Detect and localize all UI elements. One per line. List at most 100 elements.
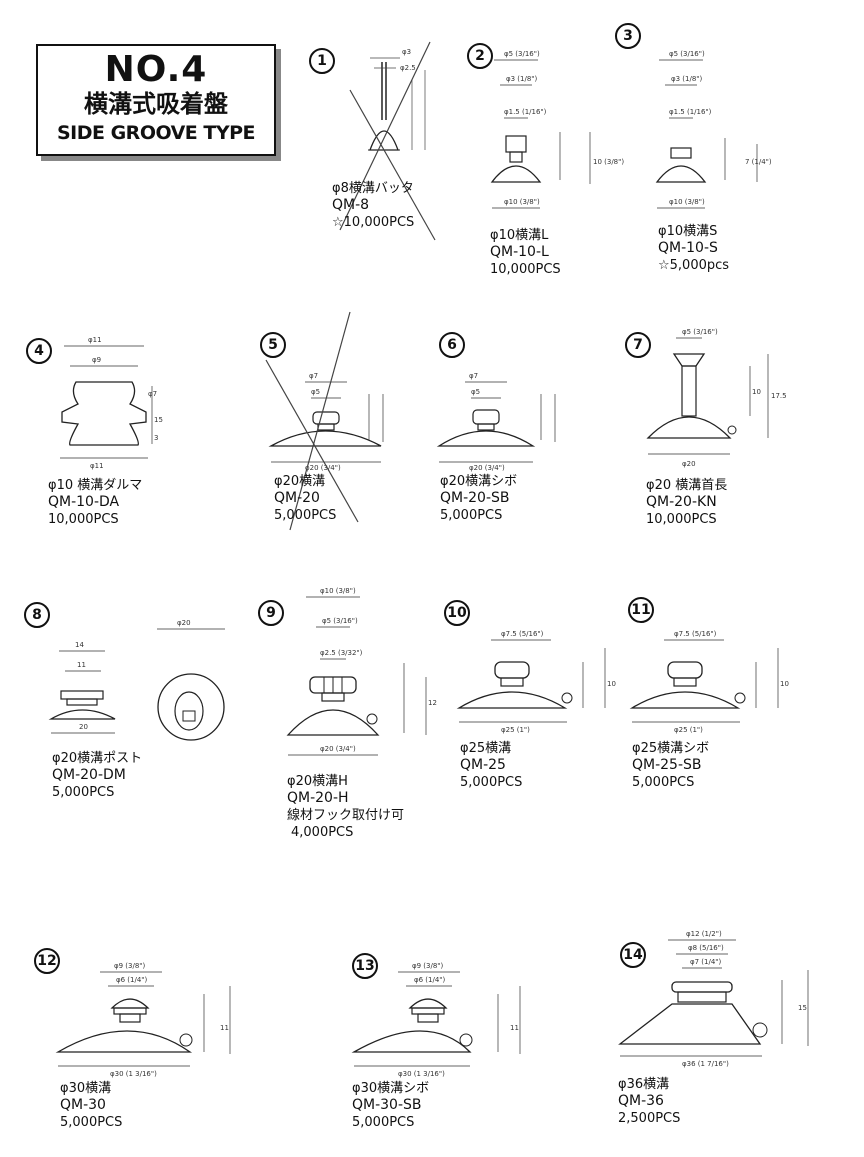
dimension-label: 14	[75, 641, 84, 649]
product-drawing: φ10 (3/8") φ5 (3/16") φ2.5 (3/32") φ20 (…	[286, 587, 437, 756]
product-drawing: φ12 (1/2") φ8 (5/16") φ7 (1/4") φ36 (1 7…	[618, 930, 809, 1068]
dimension-label: φ10 (3/8")	[669, 198, 705, 206]
title-box: NO.4 横溝式吸着盤 SIDE GROOVE TYPE	[36, 44, 276, 156]
product-caption: φ25横溝 QM-25 5,000PCS	[460, 740, 522, 791]
catalog-number: NO.4	[104, 49, 208, 90]
product-caption: φ25横溝シボ QM-25-SB 5,000PCS	[632, 740, 709, 791]
product-name: φ20横溝	[274, 474, 326, 489]
product-name: φ25横溝シボ	[632, 741, 710, 756]
dimension-label: φ30 (1 3/16")	[110, 1070, 157, 1078]
dimension-label: φ6 (1/4")	[116, 976, 148, 984]
dimension-label: φ5 (3/16")	[504, 50, 540, 58]
dimension-label: φ36 (1 7/16")	[682, 1060, 729, 1068]
product-name: φ10 横溝ダルマ	[48, 478, 143, 493]
dimension-label: φ20 (3/4")	[305, 464, 341, 472]
product-code: QM-30	[60, 1097, 106, 1113]
item-number: 11	[628, 597, 654, 623]
product-quantity: ☆10,000PCS	[332, 215, 415, 230]
cross-out-mark	[339, 41, 436, 241]
item-number: 4	[26, 338, 52, 364]
item-number: 5	[260, 332, 286, 358]
product-drawing: φ7 φ5 φ20 (3/4")	[436, 372, 556, 472]
product-name: φ10横溝S	[658, 224, 718, 239]
item-number: 3	[615, 23, 641, 49]
product-code: QM-20-DM	[52, 767, 126, 783]
dimension-label: φ9 (3/8")	[114, 962, 146, 970]
dimension-label: 12	[428, 699, 437, 707]
title-japanese: 横溝式吸着盤	[84, 90, 228, 118]
dimension-label: 15	[154, 416, 163, 424]
dimension-label: φ7 (1/4")	[690, 958, 722, 966]
product-drawing: 14 11 20 φ20	[48, 619, 225, 741]
product-name: φ20横溝シボ	[440, 474, 518, 489]
item-number: 12	[34, 948, 60, 974]
dimension-label: φ9	[92, 356, 101, 364]
product-name: φ8横溝バッタ	[332, 181, 414, 196]
product-name: φ20 横溝首長	[646, 478, 728, 493]
product-caption: φ30横溝 QM-30 5,000PCS	[60, 1080, 122, 1131]
item-number: 1	[309, 48, 335, 74]
product-drawing: φ7.5 (5/16") φ25 (1") 10	[629, 630, 789, 734]
product-code: QM-10-S	[658, 240, 718, 256]
title-english: SIDE GROOVE TYPE	[56, 122, 256, 144]
dimension-label: 17.5	[771, 392, 787, 400]
dimension-label: 11	[510, 1024, 519, 1032]
product-name: φ10横溝L	[490, 228, 549, 243]
dimension-label: φ7.5 (5/16")	[501, 630, 544, 638]
item-number: 7	[625, 332, 651, 358]
dimension-label: 10	[752, 388, 761, 396]
product-code: QM-25-SB	[632, 757, 702, 773]
dimension-label: φ20	[177, 619, 191, 627]
product-code: QM-20-KN	[646, 494, 717, 510]
product-caption: φ20横溝 QM-20 5,000PCS	[274, 473, 336, 524]
dimension-label: φ7	[148, 390, 157, 398]
product-caption: φ36横溝 QM-36 2,500PCS	[618, 1076, 680, 1127]
product-caption: φ20横溝シボ QM-20-SB 5,000PCS	[440, 473, 517, 524]
product-caption: φ10 横溝ダルマ QM-10-DA 10,000PCS	[48, 477, 142, 528]
product-name: φ30横溝	[60, 1081, 112, 1096]
product-drawing: φ9 (3/8") φ6 (1/4") φ30 (1 3/16") 11	[351, 962, 521, 1078]
product-note: 線材フック取付け可	[287, 808, 405, 823]
product-code: QM-8	[332, 197, 370, 213]
product-drawing: φ11 φ9 φ7 φ11 15 3	[60, 336, 163, 470]
product-name: φ30横溝シボ	[352, 1081, 430, 1096]
item-number: 10	[444, 600, 470, 626]
dimension-label: 11	[220, 1024, 229, 1032]
dimension-label: φ5	[471, 388, 480, 396]
product-quantity: 4,000PCS	[291, 825, 354, 840]
item-number: 6	[439, 332, 465, 358]
product-caption: φ10横溝S QM-10-S ☆5,000pcs	[658, 223, 729, 274]
dimension-label: φ3 (1/8")	[506, 75, 538, 83]
dimension-label: φ10 (3/8")	[504, 198, 540, 206]
dimension-label: φ12 (1/2")	[686, 930, 722, 938]
product-code: QM-20	[274, 490, 320, 506]
dimension-label: φ10 (3/8")	[320, 587, 356, 595]
product-quantity: 10,000PCS	[646, 512, 717, 527]
product-name: φ25横溝	[460, 741, 512, 756]
dimension-label: φ20 (3/4")	[320, 745, 356, 753]
dimension-label: φ5 (3/16")	[669, 50, 705, 58]
product-quantity: ☆5,000pcs	[658, 258, 730, 273]
product-code: QM-30-SB	[352, 1097, 422, 1113]
dimension-label: 11	[77, 661, 86, 669]
product-quantity: 10,000PCS	[490, 262, 561, 277]
product-caption: φ30横溝シボ QM-30-SB 5,000PCS	[352, 1080, 429, 1131]
product-code: QM-20-SB	[440, 490, 510, 506]
product-name: φ20横溝ポスト	[52, 751, 143, 766]
dimension-label: φ6 (1/4")	[414, 976, 446, 984]
dimension-label: φ1.5 (1/16")	[504, 108, 547, 116]
product-quantity: 5,000PCS	[440, 508, 503, 523]
product-code: QM-10-L	[490, 244, 549, 260]
product-caption: φ20 横溝首長 QM-20-KN 10,000PCS	[646, 477, 727, 528]
dimension-label: 20	[79, 723, 88, 731]
product-quantity: 5,000PCS	[60, 1115, 123, 1130]
product-caption: φ8横溝バッタ QM-8 ☆10,000PCS	[332, 180, 414, 231]
dimension-label: φ5 (3/16")	[682, 328, 718, 336]
product-drawing: φ9 (3/8") φ6 (1/4") φ30 (1 3/16") 11	[55, 962, 231, 1078]
item-number: 13	[352, 953, 378, 979]
product-quantity: 10,000PCS	[48, 512, 119, 527]
dimension-label: 7 (1/4")	[745, 158, 772, 166]
product-quantity: 5,000PCS	[460, 775, 523, 790]
product-caption: φ20横溝ポスト QM-20-DM 5,000PCS	[52, 750, 142, 801]
dimension-label: φ2.5	[400, 64, 416, 72]
